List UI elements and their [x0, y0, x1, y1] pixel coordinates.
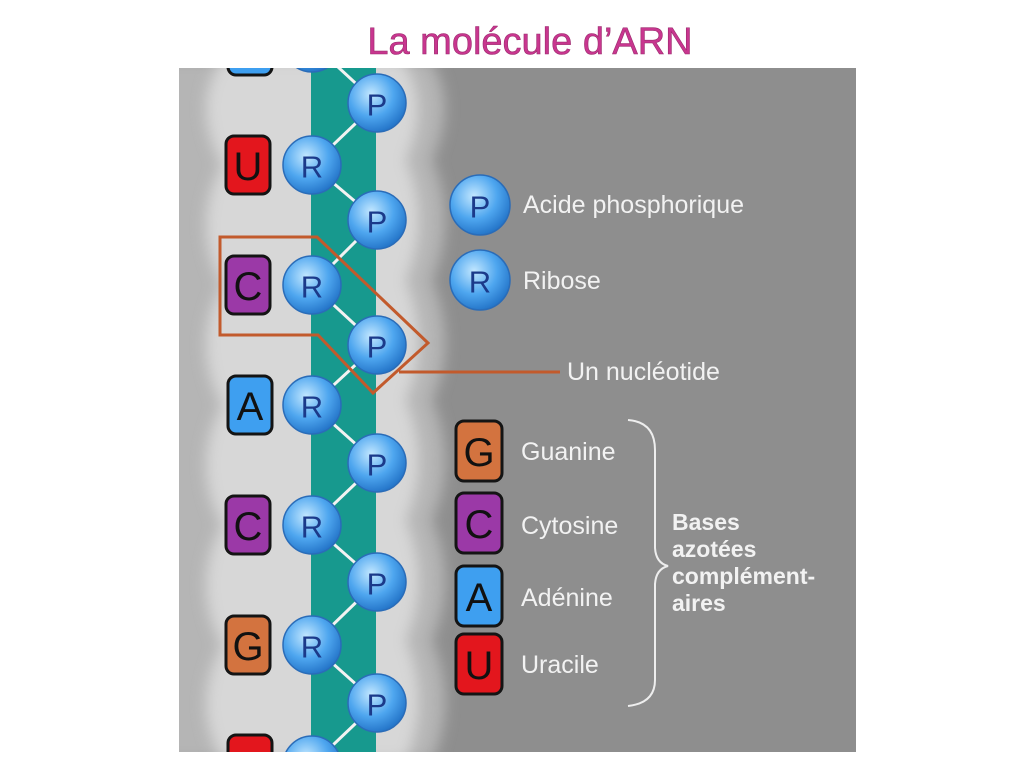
legend-base: A Adénine — [454, 564, 613, 628]
partial-base-bottom — [226, 733, 274, 752]
ribose-ball — [282, 255, 342, 315]
bases-group-label-line: Bases — [672, 509, 740, 535]
phosphate-letter: P — [367, 448, 388, 483]
legend-phosphate: P Acide phosphorique — [449, 174, 744, 236]
nucleotide-highlight — [218, 235, 560, 396]
base-letter: G — [232, 625, 263, 669]
slide-title: La molécule d’ARN — [367, 21, 692, 63]
phosphate-ball — [347, 315, 407, 375]
legend-ribose-ball — [449, 249, 511, 311]
phosphate-letter: P — [367, 330, 388, 365]
base-letter: C — [234, 505, 263, 549]
phosphate-ball — [347, 673, 407, 733]
ribose-circle: R — [282, 375, 342, 435]
legend-ribose-letter: R — [469, 265, 491, 300]
bases-group-label-line: complément- — [672, 563, 815, 589]
legend-base: U Uracile — [454, 632, 599, 696]
rna-diagram: U C A C G R R R — [179, 68, 856, 752]
strand-base: A — [226, 374, 274, 436]
phosphate-ball — [347, 190, 407, 250]
legend-base-letter: C — [465, 503, 494, 547]
partial-ribose-top — [295, 68, 329, 73]
ribose-ball — [282, 135, 342, 195]
bases-group-label: Bases azotées complément- aires — [672, 509, 815, 616]
ribose-letter: R — [301, 390, 323, 425]
ribose-circle: R — [282, 615, 342, 675]
ribose-letter: R — [301, 150, 323, 185]
partial-ribose-bottom — [285, 735, 339, 752]
phosphate-circle: P — [347, 552, 407, 612]
legend-base-box — [454, 491, 504, 555]
legend-base-label: Guanine — [521, 438, 616, 466]
ribose-letter: R — [301, 630, 323, 665]
legend-phosphate-ball — [449, 174, 511, 236]
legend-base: G Guanine — [454, 419, 616, 483]
base-letter: C — [234, 265, 263, 309]
legend: P Acide phosphorique R Ribose Un nucléot… — [449, 174, 815, 707]
legend-ribose-label: Ribose — [523, 267, 601, 295]
legend-base-label: Uracile — [521, 651, 599, 679]
nucleotide-outline — [218, 235, 431, 396]
legend-phosphate-label: Acide phosphorique — [523, 191, 744, 219]
strand-base: U — [224, 134, 272, 196]
phosphate-circle: P — [347, 190, 407, 250]
phosphate-circle: P — [347, 73, 407, 133]
legend-base-box — [454, 564, 504, 628]
ribose-letter: R — [301, 270, 323, 305]
ribose-circle: R — [282, 135, 342, 195]
base-letter: U — [234, 145, 263, 189]
phosphate-circle: P — [347, 433, 407, 493]
ribose-ball — [282, 495, 342, 555]
strand-base: G — [224, 614, 272, 676]
legend-base-label: Adénine — [521, 584, 613, 612]
phosphate-letter: P — [367, 567, 388, 602]
partial-base-top — [226, 68, 274, 77]
bases-group-label-line: aires — [672, 590, 726, 616]
legend-base-box — [454, 419, 504, 483]
nucleotide-label: Un nucléotide — [567, 358, 720, 386]
phosphate-letter: P — [367, 205, 388, 240]
base-box — [224, 614, 272, 676]
base-letter: A — [237, 385, 264, 429]
legend-phosphate-letter: P — [470, 190, 491, 225]
legend-base-box — [454, 632, 504, 696]
bases-brace — [627, 419, 669, 707]
phosphate-circle: P — [347, 315, 407, 375]
ribose-ball — [282, 615, 342, 675]
base-box — [224, 134, 272, 196]
phosphate-letter: P — [367, 688, 388, 723]
strand-base: C — [224, 494, 272, 556]
strand-base: C — [224, 254, 272, 316]
ribose-circle: R — [282, 255, 342, 315]
phosphate-ball — [347, 73, 407, 133]
ribose-letter: R — [301, 510, 323, 545]
base-box — [226, 374, 274, 436]
phosphate-ball — [347, 552, 407, 612]
base-box — [224, 254, 272, 316]
ribose-circle: R — [282, 495, 342, 555]
phosphate-circle: P — [347, 673, 407, 733]
phosphate-ball — [347, 433, 407, 493]
legend-base-letter: G — [463, 431, 494, 475]
legend-base: C Cytosine — [454, 491, 618, 555]
legend-base-letter: A — [466, 576, 493, 620]
legend-base-label: Cytosine — [521, 512, 618, 540]
base-box — [224, 494, 272, 556]
ribose-ball — [282, 375, 342, 435]
legend-base-letter: U — [465, 644, 494, 688]
legend-ribose: R Ribose — [449, 249, 601, 311]
phosphate-letter: P — [367, 88, 388, 123]
bases-group-label-line: azotées — [672, 536, 756, 562]
